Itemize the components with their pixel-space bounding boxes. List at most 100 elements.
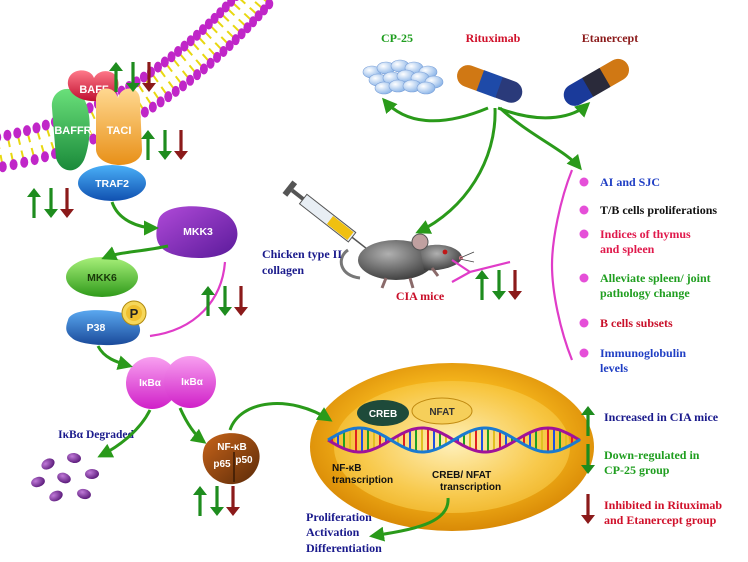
- lipid-head: [153, 61, 162, 73]
- lipid-head: [254, 10, 263, 22]
- increase-arrow-icon: [109, 62, 123, 92]
- nucleus: [310, 363, 594, 531]
- effect-bullet-icon: [579, 318, 589, 328]
- arrow-mkk3-mkk6: [101, 244, 169, 261]
- lipid-tail: [214, 42, 222, 50]
- lipid-tail: [192, 43, 200, 51]
- lipid-tail: [222, 14, 230, 22]
- legend-label: and Etanercept group: [604, 513, 717, 527]
- traf2-label: TRAF2: [95, 178, 129, 190]
- lipid-head: [3, 129, 12, 141]
- lipid-tail: [145, 96, 152, 105]
- legend-label: Inhibited in Rituximab: [604, 498, 722, 512]
- ikba-dimer: IκBα IκBα: [126, 356, 216, 409]
- lipid-head: [237, 28, 246, 40]
- arrow-to-effects: [498, 106, 582, 171]
- lipid-tail: [166, 64, 173, 73]
- indicator-group: [475, 270, 522, 300]
- effect-bullet-icon: [579, 229, 589, 239]
- lipid-head: [216, 7, 225, 19]
- lipid-head: [41, 119, 50, 131]
- outcome-activation: Activation: [306, 525, 360, 539]
- lipid-tail: [263, 0, 267, 3]
- lipid-tail: [181, 70, 189, 78]
- indicator-group: [27, 188, 74, 218]
- p38-label: P38: [87, 322, 106, 334]
- phosphate-badge: P: [121, 300, 147, 326]
- lipid-tail: [195, 59, 203, 67]
- ikba-fragment: [85, 468, 99, 480]
- collagen-label-line2: collagen: [262, 263, 304, 277]
- effect-label: Immunoglobulin: [600, 346, 686, 360]
- ikba-label-2: IκBα: [181, 377, 204, 388]
- effect-label: Indices of thymus: [600, 227, 691, 241]
- lipid-head: [139, 71, 148, 83]
- cp25-decrease-arrow-icon: [44, 188, 58, 218]
- lipid-tail: [153, 91, 160, 100]
- cp25-decrease-arrow-icon: [210, 486, 224, 516]
- nfkb-transcription-line1: NF-κB: [332, 463, 361, 474]
- lipid-head: [186, 35, 195, 47]
- lipid-tail: [233, 3, 241, 11]
- lipid-head: [227, 0, 236, 7]
- rituximab-label: Rituximab: [466, 31, 521, 45]
- arrow-ikba-nfkb: [178, 407, 207, 444]
- effect-bullet-icon: [579, 273, 589, 283]
- lipid-head: [156, 96, 165, 108]
- mkk6-label: MKK6: [87, 272, 117, 284]
- lipid-tail: [208, 47, 216, 56]
- legend-down-arrow-icon: [581, 444, 595, 474]
- biologic-decrease-arrow-icon: [234, 286, 248, 316]
- flow-arrows: [96, 97, 591, 542]
- cp25-pill: [416, 81, 436, 95]
- lipid-head: [219, 46, 228, 58]
- etanercept-capsule-icon: [563, 58, 630, 106]
- lipid-tail: [220, 36, 228, 44]
- legend-label: Down-regulated in: [604, 448, 700, 462]
- lipid-tail: [179, 53, 187, 62]
- taci-label: TACI: [107, 125, 132, 137]
- effect-bullet-icon: [579, 177, 589, 187]
- lipid-tail: [243, 12, 251, 20]
- lipid-tail: [216, 20, 224, 28]
- lipid-head: [32, 122, 41, 134]
- cp25-decrease-arrow-icon: [126, 62, 140, 92]
- lipid-head: [204, 18, 213, 30]
- lipid-tail: [173, 59, 180, 67]
- arrow-ikba-degraded: [97, 409, 152, 458]
- lipid-head: [249, 16, 258, 28]
- arrow-nfkb-nucleus: [228, 402, 333, 431]
- lipid-tail: [137, 84, 144, 93]
- lipid-tail: [36, 131, 41, 140]
- phosphate-label: P: [130, 306, 139, 321]
- lipid-head: [180, 40, 189, 52]
- lipid-head: [22, 125, 31, 137]
- increase-arrow-icon: [475, 270, 489, 300]
- arrow-p38-ikba: [96, 345, 133, 370]
- effect-label: T/B cells proliferations: [600, 203, 717, 217]
- lipid-head: [174, 46, 183, 58]
- degraded-fragments: [31, 452, 99, 502]
- lipid-head: [192, 29, 201, 41]
- effect-label: B cells subsets: [600, 316, 673, 330]
- lipid-tail: [188, 64, 196, 73]
- creb-factor: CREB: [357, 400, 409, 426]
- cp25-decrease-arrow-icon: [158, 130, 172, 160]
- arrow-traf2-mkk3: [110, 201, 159, 236]
- indicator-group: [193, 486, 240, 516]
- lipid-head: [30, 154, 39, 166]
- indicator-group: [201, 286, 248, 316]
- nfkb-transcription-line2: transcription: [332, 475, 393, 486]
- lipid-tail: [167, 81, 175, 89]
- indicator-group: [109, 62, 156, 92]
- p50-label: p50: [235, 455, 253, 466]
- p65-label: p65: [213, 459, 231, 470]
- legend-down-arrow-icon: [581, 494, 595, 524]
- increase-arrow-icon: [201, 286, 215, 316]
